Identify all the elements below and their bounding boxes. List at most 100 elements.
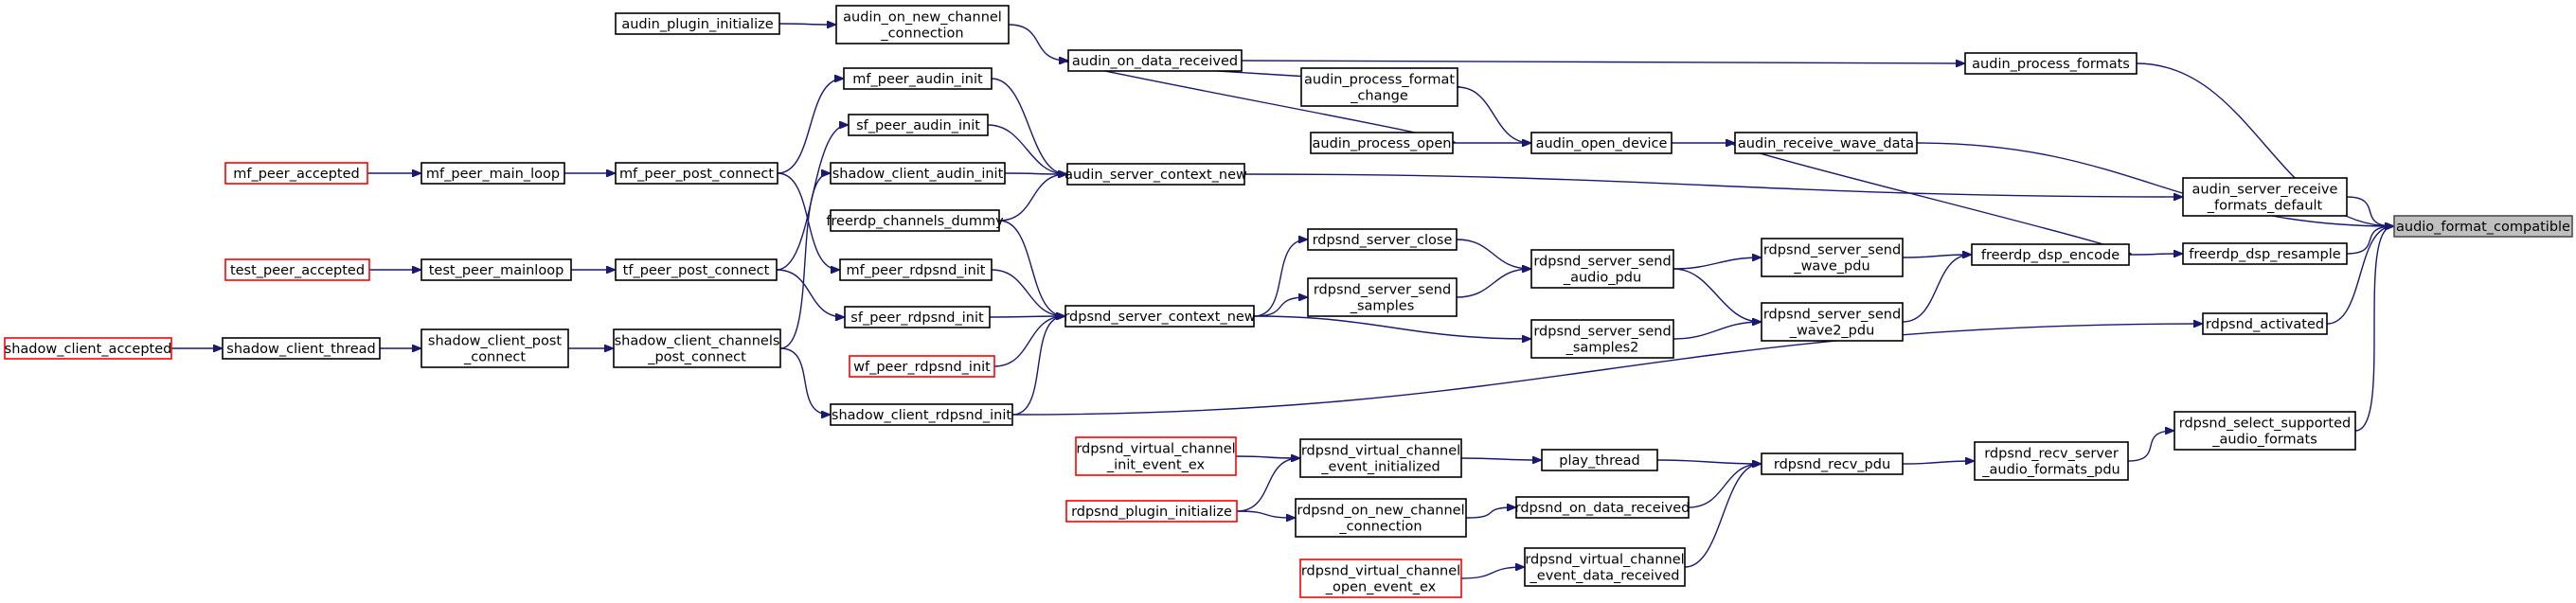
node-shadow_client_accepted[interactable]: shadow_client_accepted — [4, 337, 172, 360]
node-rdpsnd_on_new_channel_connection[interactable]: rdpsnd_on_new_channel_connection — [1295, 498, 1467, 538]
node-label: freerdp_dsp_resample — [2189, 247, 2341, 262]
edge-audin_receive_wave_data-to-audio_format_compatible — [1916, 142, 2393, 226]
node-label: sf_peer_audin_init — [856, 118, 980, 133]
node-audin_server_receive_formats_default[interactable]: audin_server_receive_formats_default — [2182, 177, 2348, 217]
node-box — [1761, 238, 1904, 277]
edge-rdpsnd_activated-to-audio_format_compatible — [2326, 226, 2393, 325]
node-shadow_client_post_connect[interactable]: shadow_client_post_connect — [420, 328, 569, 368]
node-rdpsnd_server_send_samples[interactable]: rdpsnd_server_send_samples — [1307, 277, 1458, 317]
node-label: tf_peer_post_connect — [623, 263, 770, 278]
node-mf_peer_post_connect[interactable]: mf_peer_post_connect — [615, 162, 778, 185]
node-sf_peer_rdpsnd_init[interactable]: sf_peer_rdpsnd_init — [844, 306, 991, 328]
node-audin_open_device[interactable]: audin_open_device — [1530, 132, 1673, 154]
node-rdpsnd_recv_pdu[interactable]: rdpsnd_recv_pdu — [1761, 452, 1904, 475]
node-audin_process_formats[interactable]: audin_process_formats — [1964, 52, 2138, 75]
node-play_thread[interactable]: play_thread — [1541, 449, 1658, 471]
edge-rdpsnd_virtual_channel_open_event_ex-to-rdpsnd_virtual_channel_event_data_received — [1460, 567, 1524, 579]
node-shadow_client_rdpsnd_init[interactable]: shadow_client_rdpsnd_init — [830, 403, 1013, 426]
node-sf_peer_audin_init[interactable]: sf_peer_audin_init — [848, 114, 989, 136]
edge-rdpsnd_server_send_samples2-to-rdpsnd_server_send_wave2_pdu — [1673, 322, 1761, 340]
node-box — [615, 258, 778, 281]
node-label: audio_format_compatible — [2396, 220, 2570, 235]
node-audin_process_format_change[interactable]: audin_process_format_change — [1300, 67, 1458, 107]
node-rdpsnd_recv_server_audio_formats_pdu[interactable]: rdpsnd_recv_server_audio_formats_pdu — [1974, 441, 2129, 481]
edge-rdpsnd_virtual_channel_event_initialized-to-play_thread — [1460, 458, 1541, 460]
node-mf_peer_rdpsnd_init[interactable]: mf_peer_rdpsnd_init — [839, 258, 993, 281]
node-audin_process_open[interactable]: audin_process_open — [1310, 132, 1454, 154]
node-rdpsnd_server_send_samples2[interactable]: rdpsnd_server_send_samples2 — [1530, 319, 1674, 359]
edge-rdpsnd_server_send_wave_pdu-to-freerdp_dsp_encode — [1902, 255, 1971, 257]
node-shadow_client_channels_post_connect[interactable]: shadow_client_channels_post_connect — [613, 328, 781, 368]
node-rdpsnd_server_close[interactable]: rdpsnd_server_close — [1307, 228, 1458, 251]
node-label: _init_event_ex — [1106, 458, 1206, 473]
node-label: audin_process_open — [1313, 136, 1452, 151]
node-box — [1761, 302, 1904, 342]
node-rdpsnd_virtual_channel_init_event_ex[interactable]: rdpsnd_virtual_channel_init_event_ex — [1075, 436, 1237, 476]
node-label: mf_peer_rdpsnd_init — [847, 263, 986, 278]
node-box — [224, 162, 368, 185]
node-label: shadow_client_channels — [615, 334, 780, 349]
node-label: audin_receive_wave_data — [1738, 136, 1914, 151]
node-wf_peer_rdpsnd_init[interactable]: wf_peer_rdpsnd_init — [849, 355, 995, 378]
node-label: _event_initialized — [1320, 460, 1440, 475]
node-freerdp_dsp_resample[interactable]: freerdp_dsp_resample — [2182, 242, 2348, 265]
node-audin_receive_wave_data[interactable]: audin_receive_wave_data — [1734, 132, 1918, 154]
node-label: freerdp_dsp_encode — [1981, 248, 2120, 263]
node-box — [420, 258, 572, 281]
node-rdpsnd_server_send_wave_pdu[interactable]: rdpsnd_server_send_wave_pdu — [1761, 238, 1904, 277]
node-freerdp_dsp_encode[interactable]: freerdp_dsp_encode — [1971, 243, 2130, 266]
node-rdpsnd_server_send_wave2_pdu[interactable]: rdpsnd_server_send_wave2_pdu — [1761, 302, 1904, 342]
node-label: shadow_client_rdpsnd_init — [832, 408, 1011, 423]
node-mf_peer_main_loop[interactable]: mf_peer_main_loop — [420, 162, 565, 185]
node-rdpsnd_virtual_channel_open_event_ex[interactable]: rdpsnd_virtual_channel_open_event_ex — [1299, 559, 1462, 598]
node-audin_plugin_initialize[interactable]: audin_plugin_initialize — [615, 12, 780, 35]
node-rdpsnd_server_context_new[interactable]: rdpsnd_server_context_new — [1064, 305, 1256, 328]
node-rdpsnd_select_supported_audio_formats[interactable]: rdpsnd_select_supported_audio_formats — [2174, 411, 2356, 451]
node-label: rdpsnd_server_send — [1763, 308, 1901, 323]
node-shadow_client_thread[interactable]: shadow_client_thread — [222, 337, 381, 360]
node-rdpsnd_plugin_initialize[interactable]: rdpsnd_plugin_initialize — [1065, 500, 1238, 523]
edge-freerdp_dsp_resample-to-audio_format_compatible — [2346, 226, 2393, 255]
node-tf_peer_post_connect[interactable]: tf_peer_post_connect — [615, 258, 778, 281]
node-rdpsnd_on_data_received[interactable]: rdpsnd_on_data_received — [1515, 496, 1690, 519]
node-label: _wave2_pdu — [1789, 324, 1875, 339]
node-box — [830, 403, 1013, 426]
node-mf_peer_audin_init[interactable]: mf_peer_audin_init — [843, 67, 993, 90]
node-audin_server_context_new[interactable]: audin_server_context_new — [1064, 163, 1247, 186]
node-box — [1064, 305, 1255, 328]
node-rdpsnd_virtual_channel_event_initialized[interactable]: rdpsnd_virtual_channel_event_initialized — [1299, 438, 1462, 478]
node-shadow_client_audin_init[interactable]: shadow_client_audin_init — [830, 162, 1006, 185]
node-label: rdpsnd_recv_pdu — [1774, 457, 1890, 472]
node-label: mf_peer_main_loop — [426, 167, 560, 182]
edge-audin_server_context_new-to-audin_server_receive_formats_default — [1243, 173, 2182, 197]
edge-rdpsnd_server_send_samples-to-rdpsnd_server_send_audio_pdu — [1456, 269, 1530, 298]
node-box — [839, 258, 993, 281]
node-label: rdpsnd_server_send — [1533, 255, 1671, 270]
node-box — [1065, 500, 1238, 523]
edge-rdpsnd_server_send_audio_pdu-to-rdpsnd_server_send_wave2_pdu — [1673, 268, 1761, 322]
node-box — [849, 355, 995, 378]
node-label: _event_data_received — [1530, 569, 1680, 584]
node-label: shadow_client_accepted — [5, 342, 172, 357]
node-test_peer_mainloop[interactable]: test_peer_mainloop — [420, 258, 572, 281]
node-rdpsnd_server_send_audio_pdu[interactable]: rdpsnd_server_send_audio_pdu — [1530, 249, 1674, 289]
node-label: rdpsnd_on_new_channel — [1297, 504, 1464, 519]
node-rdpsnd_activated[interactable]: rdpsnd_activated — [2202, 312, 2328, 335]
node-box — [1295, 498, 1467, 538]
node-box — [830, 209, 1000, 232]
node-box — [1299, 438, 1462, 478]
node-label: _change — [1350, 89, 1408, 104]
edge-rdpsnd_recv_server_audio_formats_pdu-to-rdpsnd_select_supported_audio_formats — [2127, 431, 2174, 462]
node-mf_peer_accepted[interactable]: mf_peer_accepted — [224, 162, 368, 185]
node-audin_on_new_channel_connection[interactable]: audin_on_new_channel_connection — [835, 5, 1010, 44]
edge-rdpsnd_server_close-to-rdpsnd_server_send_audio_pdu — [1456, 239, 1530, 269]
node-box — [1066, 163, 1245, 186]
edge-rdpsnd_plugin_initialize-to-rdpsnd_virtual_channel_event_initialized — [1236, 458, 1299, 512]
node-audin_on_data_received[interactable]: audin_on_data_received — [1067, 49, 1243, 72]
node-test_peer_accepted[interactable]: test_peer_accepted — [224, 258, 370, 281]
node-box — [615, 12, 780, 35]
node-box — [1299, 559, 1462, 598]
node-rdpsnd_virtual_channel_event_data_received[interactable]: rdpsnd_virtual_channel_event_data_receiv… — [1524, 547, 1686, 587]
node-freerdp_channels_dummy[interactable]: freerdp_channels_dummy — [826, 209, 1004, 232]
